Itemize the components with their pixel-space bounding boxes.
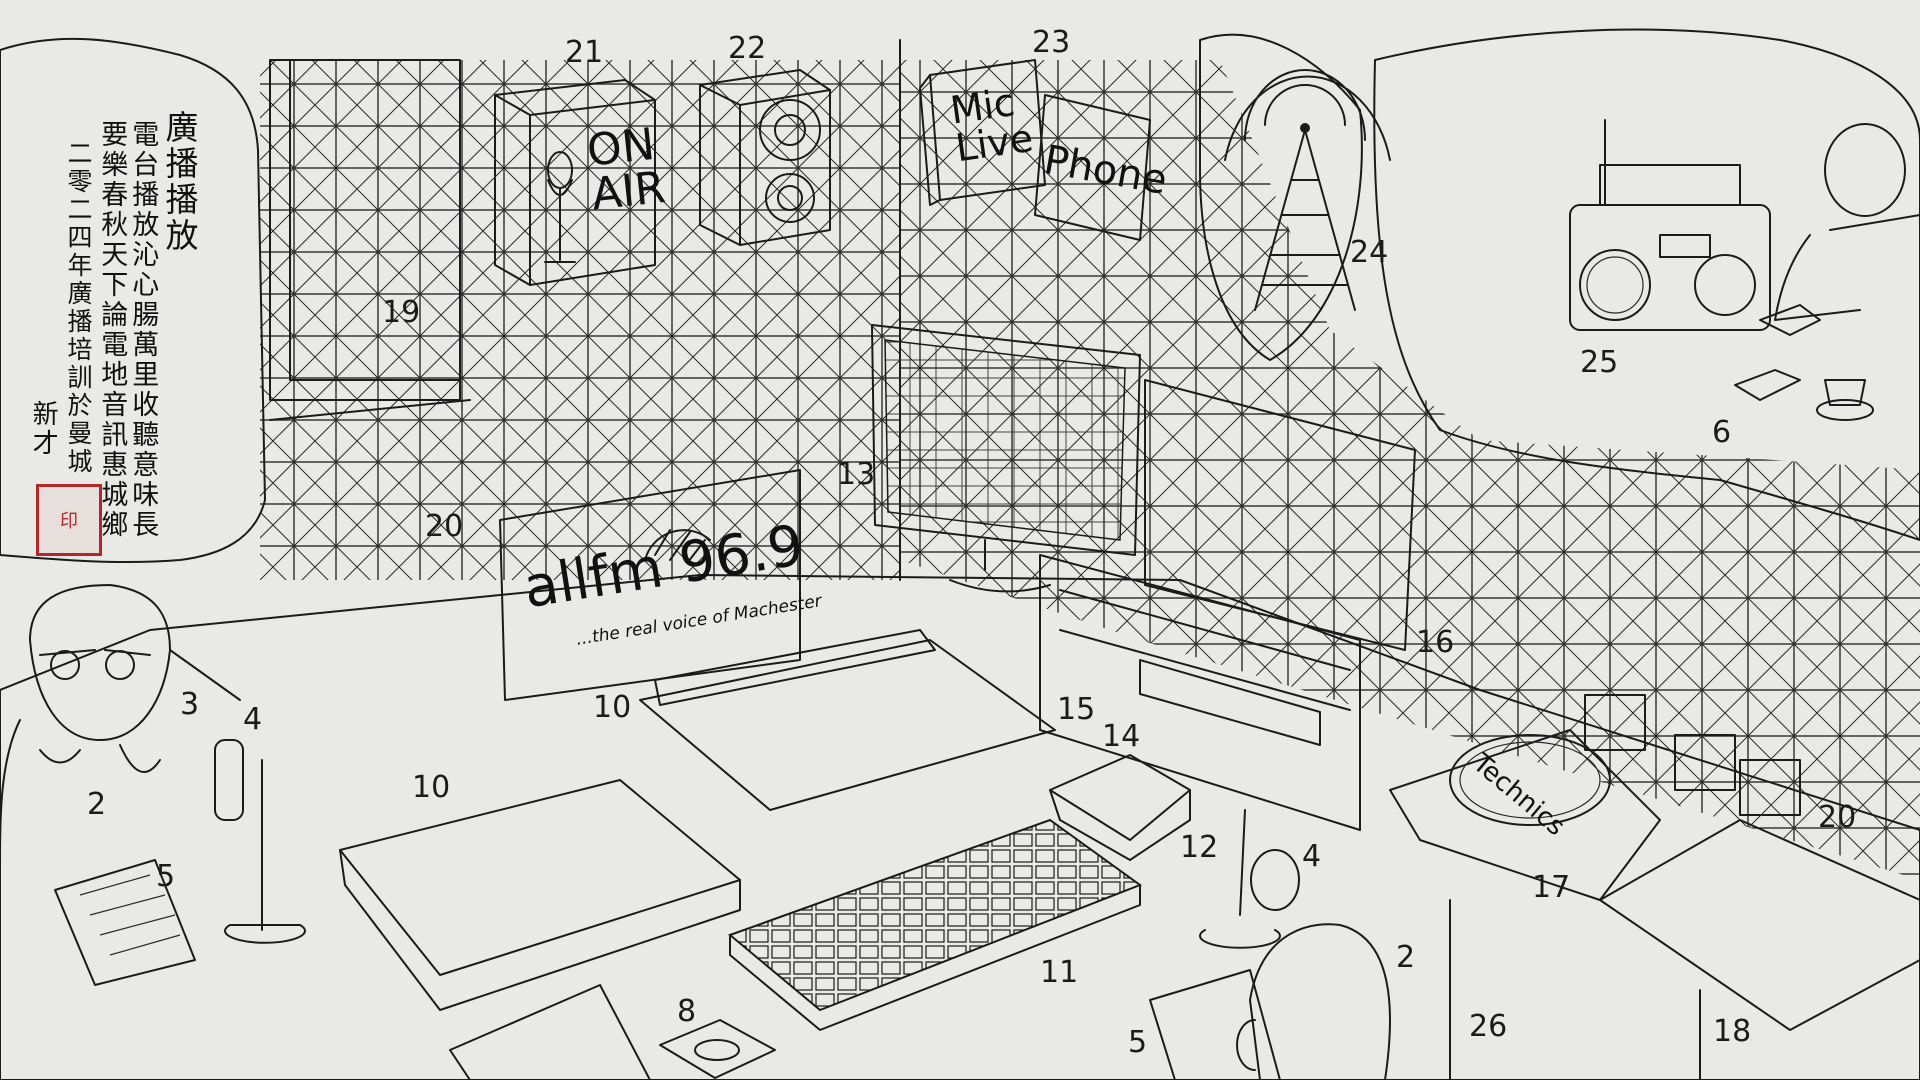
calligraphy-bubble	[0, 37, 266, 564]
phone-and-cup	[1734, 369, 1874, 421]
microphone-left	[214, 739, 306, 944]
callout-10-left: 10	[412, 770, 451, 805]
desk-telephone	[1049, 754, 1191, 861]
callout-2-right: 2	[1396, 940, 1416, 975]
mixer-small	[339, 779, 741, 1011]
speaker-cabinet	[699, 69, 831, 246]
callout-24: 24	[1350, 235, 1389, 270]
keyboard	[728, 818, 1143, 1031]
calligraphy-line-1: 電台播放沁心腸萬里收聽意味長	[127, 120, 159, 540]
equipment-rack	[1039, 554, 1361, 831]
allfm-panel	[499, 469, 801, 701]
script-paper-left	[54, 859, 196, 986]
script-paper-right	[1149, 969, 1281, 1080]
studio-window	[269, 59, 471, 421]
callout-25: 25	[1580, 345, 1619, 380]
mic-line-2: Live	[952, 115, 1036, 171]
on-air-line-2: AIR	[589, 162, 668, 221]
acoustic-wall-left	[260, 60, 900, 580]
callout-5-left: 5	[156, 859, 176, 894]
red-seal-stamp: 印	[36, 484, 102, 556]
radio-tower	[1199, 33, 1391, 361]
listener-man	[1759, 123, 1920, 336]
callout-18: 18	[1713, 1014, 1752, 1049]
callout-10-right: 10	[593, 690, 632, 725]
callout-15: 15	[1057, 692, 1096, 727]
laptop	[449, 984, 651, 1080]
cabinet	[1449, 899, 1701, 1080]
desk	[0, 574, 1920, 1080]
second-monitor	[1144, 379, 1416, 651]
microphone-right	[1199, 809, 1300, 949]
listener-bubble	[1373, 28, 1920, 541]
callout-22: 22	[728, 31, 767, 66]
on-air-text: ON AIR	[585, 119, 668, 221]
callout-3: 3	[180, 687, 200, 722]
callout-19: 19	[382, 295, 421, 330]
callout-20-right: 20	[1818, 800, 1857, 835]
callout-2-left: 2	[87, 787, 107, 822]
callout-26: 26	[1469, 1009, 1508, 1044]
on-air-sign	[494, 79, 656, 286]
callout-12: 12	[1180, 830, 1219, 865]
callout-13: 13	[837, 457, 876, 492]
mic-live-text: Mic Live	[948, 80, 1036, 171]
presenter-man	[1236, 923, 1391, 1080]
boombox-radio	[1569, 119, 1771, 331]
callout-11: 11	[1040, 955, 1079, 990]
wall-outlets	[1584, 694, 1801, 816]
callout-23: 23	[1032, 25, 1071, 60]
callout-16: 16	[1416, 625, 1455, 660]
callout-21: 21	[565, 35, 604, 70]
callout-4-left: 4	[243, 702, 263, 737]
calligraphy-line-3: 二零二四年廣播培訓於曼城	[64, 140, 93, 476]
mixer-large	[639, 629, 1056, 811]
phone-sign	[1034, 94, 1151, 241]
acoustic-wall-right	[900, 60, 1920, 880]
mic-live-sign	[919, 59, 1046, 206]
turntable	[1389, 729, 1661, 901]
callout-6: 6	[1712, 415, 1732, 450]
cd-case	[659, 1019, 776, 1079]
callout-17: 17	[1532, 870, 1571, 905]
main-monitor	[871, 324, 1141, 593]
calligraphy-title: 廣播播放	[159, 110, 199, 254]
calligraphy-signature: 新才	[28, 400, 59, 458]
callout-4-right: 4	[1302, 839, 1322, 874]
callout-8: 8	[677, 994, 697, 1029]
callout-5-right: 5	[1128, 1025, 1148, 1060]
presenter-woman	[0, 584, 171, 861]
dj-mixer	[1599, 819, 1920, 1031]
calligraphy-line-2: 要樂春秋天下論電地音訊惠城鄉	[96, 120, 128, 540]
callout-20-left: 20	[425, 509, 464, 544]
callout-14: 14	[1102, 719, 1141, 754]
